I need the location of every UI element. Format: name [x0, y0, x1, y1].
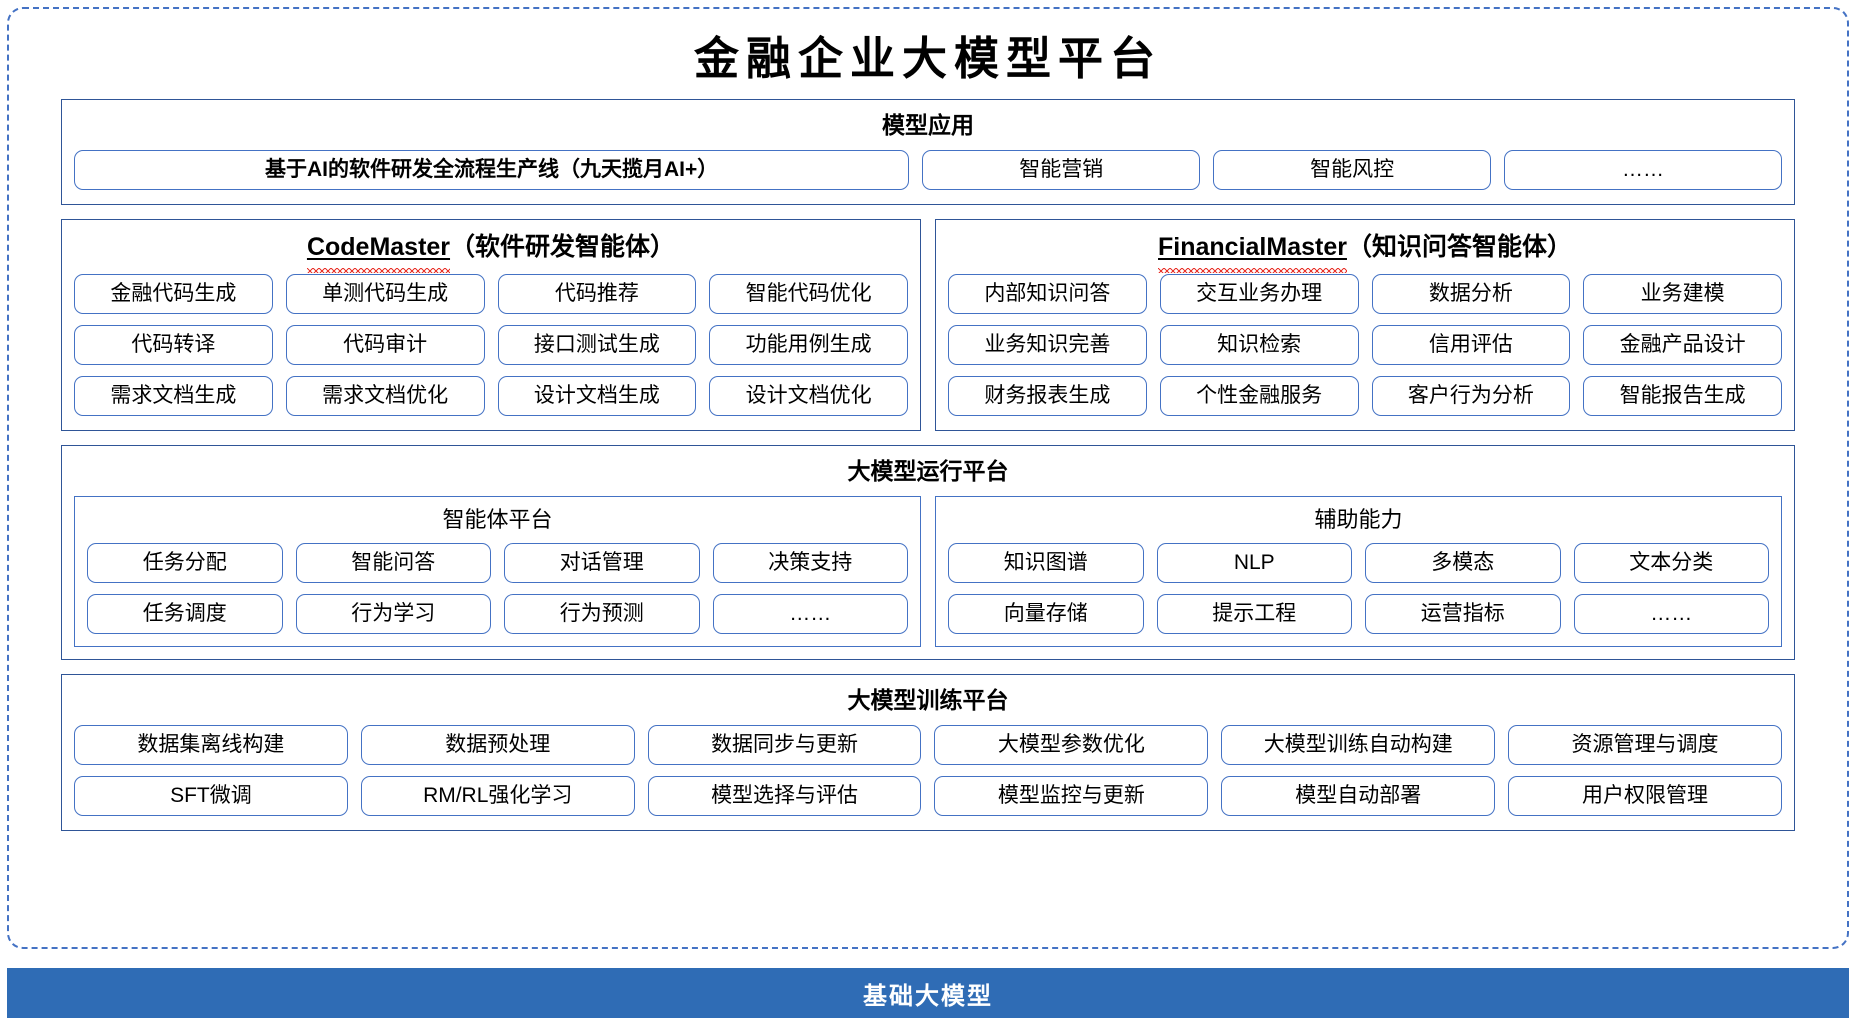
financial-master-suffix: （知识问答智能体） — [1346, 233, 1572, 262]
runtime-subpanels: 智能体平台 任务分配 智能问答 对话管理 决策支持 任务调度 行为学习 行为预测… — [74, 495, 1782, 647]
train-item-rm-rl[interactable]: RM/RL强化学习 — [360, 775, 635, 816]
agent-item-smart-qa[interactable]: 智能问答 — [295, 542, 491, 583]
agent-item-behavior-prediction[interactable]: 行为预测 — [504, 593, 700, 634]
fin-item-interactive-biz[interactable]: 交互业务办理 — [1159, 273, 1359, 314]
code-master-row-3: 需求文档生成 需求文档优化 设计文档生成 设计文档优化 — [74, 375, 908, 416]
train-item-auto-deploy[interactable]: 模型自动部署 — [1221, 775, 1496, 816]
aux-item-vector-store[interactable]: 向量存储 — [948, 593, 1144, 634]
financial-master-row-2: 业务知识完善 知识检索 信用评估 金融产品设计 — [948, 324, 1782, 365]
training-platform-row-2: SFT微调 RM/RL强化学习 模型选择与评估 模型监控与更新 模型自动部署 用… — [74, 775, 1782, 816]
code-item-code-recommend[interactable]: 代码推荐 — [497, 273, 697, 314]
fin-item-internal-qa[interactable]: 内部知识问答 — [948, 273, 1147, 314]
aux-item-more[interactable]: …… — [1573, 593, 1769, 634]
subsection-title-agent-platform: 智能体平台 — [442, 506, 553, 532]
section-code-master: CodeMaster（软件研发智能体） 金融代码生成 单测代码生成 代码推荐 智… — [61, 219, 921, 431]
agent-item-decision-support[interactable]: 决策支持 — [712, 542, 908, 583]
agents-area: CodeMaster（软件研发智能体） 金融代码生成 单测代码生成 代码推荐 智… — [61, 219, 1795, 431]
train-item-auto-build[interactable]: 大模型训练自动构建 — [1221, 724, 1496, 765]
financial-master-name: FinancialMaster — [1158, 231, 1347, 273]
agent-item-task-scheduling[interactable]: 任务调度 — [87, 593, 283, 634]
training-platform-row-1: 数据集离线构建 数据预处理 数据同步与更新 大模型参数优化 大模型训练自动构建 … — [74, 724, 1782, 765]
train-item-dataset-offline-build[interactable]: 数据集离线构建 — [74, 724, 348, 765]
train-item-resource-mgmt[interactable]: 资源管理与调度 — [1508, 724, 1782, 765]
aux-item-prompt-engineering[interactable]: 提示工程 — [1156, 593, 1352, 634]
train-item-data-preprocess[interactable]: 数据预处理 — [360, 724, 635, 765]
code-item-unit-test-gen[interactable]: 单测代码生成 — [285, 273, 485, 314]
fin-item-personalized-service[interactable]: 个性金融服务 — [1159, 375, 1359, 416]
code-item-req-doc-gen[interactable]: 需求文档生成 — [74, 375, 273, 416]
code-item-func-case-gen[interactable]: 功能用例生成 — [709, 324, 908, 365]
agent-item-dialog-mgmt[interactable]: 对话管理 — [504, 542, 700, 583]
aux-item-nlp[interactable]: NLP — [1156, 542, 1352, 583]
subsection-agent-platform: 智能体平台 任务分配 智能问答 对话管理 决策支持 任务调度 行为学习 行为预测… — [74, 495, 921, 647]
train-item-user-permission[interactable]: 用户权限管理 — [1508, 775, 1782, 816]
auxiliary-row-2: 向量存储 提示工程 运营指标 …… — [948, 593, 1769, 634]
section-financial-master: FinancialMaster（知识问答智能体） 内部知识问答 交互业务办理 数… — [935, 219, 1795, 431]
code-item-smart-code-opt[interactable]: 智能代码优化 — [709, 273, 908, 314]
section-title-model-application: 模型应用 — [882, 112, 974, 139]
app-item-smart-risk-control[interactable]: 智能风控 — [1213, 150, 1492, 191]
fin-item-knowledge-retrieval[interactable]: 知识检索 — [1159, 324, 1359, 365]
code-item-code-audit[interactable]: 代码审计 — [285, 324, 485, 365]
train-item-model-monitor-update[interactable]: 模型监控与更新 — [934, 775, 1209, 816]
code-master-row-1: 金融代码生成 单测代码生成 代码推荐 智能代码优化 — [74, 273, 908, 314]
subsection-auxiliary-capability: 辅助能力 知识图谱 NLP 多模态 文本分类 向量存储 提示工程 运营指标 …… — [935, 495, 1782, 647]
fin-item-biz-modeling[interactable]: 业务建模 — [1583, 273, 1782, 314]
auxiliary-row-1: 知识图谱 NLP 多模态 文本分类 — [948, 542, 1769, 583]
aux-item-ops-metrics[interactable]: 运营指标 — [1365, 593, 1561, 634]
code-master-suffix: （软件研发智能体） — [450, 233, 676, 262]
financial-master-row-1: 内部知识问答 交互业务办理 数据分析 业务建模 — [948, 273, 1782, 314]
code-master-row-2: 代码转译 代码审计 接口测试生成 功能用例生成 — [74, 324, 908, 365]
code-item-design-doc-gen[interactable]: 设计文档生成 — [497, 375, 697, 416]
code-item-api-test-gen[interactable]: 接口测试生成 — [497, 324, 697, 365]
section-training-platform: 大模型训练平台 数据集离线构建 数据预处理 数据同步与更新 大模型参数优化 大模… — [61, 673, 1795, 831]
fin-item-credit-assessment[interactable]: 信用评估 — [1371, 324, 1571, 365]
section-title-code-master: CodeMaster（软件研发智能体） — [74, 231, 908, 273]
code-item-code-transpile[interactable]: 代码转译 — [74, 324, 273, 365]
code-item-req-doc-opt[interactable]: 需求文档优化 — [285, 375, 485, 416]
model-application-row: 基于AI的软件研发全流程生产线（九天揽月AI+） 智能营销 智能风控 …… — [74, 150, 1782, 191]
aux-item-multimodal[interactable]: 多模态 — [1365, 542, 1561, 583]
aux-item-text-classification[interactable]: 文本分类 — [1573, 542, 1769, 583]
fin-item-customer-behavior[interactable]: 客户行为分析 — [1371, 375, 1571, 416]
agent-item-task-allocation[interactable]: 任务分配 — [87, 542, 283, 583]
section-model-application: 模型应用 基于AI的软件研发全流程生产线（九天揽月AI+） 智能营销 智能风控 … — [61, 99, 1795, 206]
code-master-name: CodeMaster — [306, 231, 451, 273]
financial-master-row-3: 财务报表生成 个性金融服务 客户行为分析 智能报告生成 — [948, 375, 1782, 416]
app-item-smart-marketing[interactable]: 智能营销 — [922, 150, 1201, 191]
agent-item-behavior-learning[interactable]: 行为学习 — [295, 593, 491, 634]
fin-item-product-design[interactable]: 金融产品设计 — [1583, 324, 1782, 365]
train-item-model-select-eval[interactable]: 模型选择与评估 — [647, 775, 922, 816]
fin-item-financial-report[interactable]: 财务报表生成 — [948, 375, 1147, 416]
app-item-ai-pipeline[interactable]: 基于AI的软件研发全流程生产线（九天揽月AI+） — [74, 150, 910, 191]
aux-item-knowledge-graph[interactable]: 知识图谱 — [948, 542, 1144, 583]
code-item-design-doc-opt[interactable]: 设计文档优化 — [709, 375, 908, 416]
train-item-sft[interactable]: SFT微调 — [74, 775, 348, 816]
agent-platform-row-2: 任务调度 行为学习 行为预测 …… — [87, 593, 908, 634]
code-item-fin-code-gen[interactable]: 金融代码生成 — [74, 273, 273, 314]
fin-item-biz-knowledge[interactable]: 业务知识完善 — [948, 324, 1147, 365]
outer-dashed-frame — [7, 7, 1849, 949]
section-title-training-platform: 大模型训练平台 — [847, 686, 1009, 713]
section-runtime-platform: 大模型运行平台 智能体平台 任务分配 智能问答 对话管理 决策支持 任务调度 行… — [61, 444, 1795, 660]
fin-item-data-analysis[interactable]: 数据分析 — [1371, 273, 1571, 314]
base-model-label: 基础大模型 — [863, 982, 993, 1010]
fin-item-smart-report-gen[interactable]: 智能报告生成 — [1583, 375, 1782, 416]
section-title-financial-master: FinancialMaster（知识问答智能体） — [948, 231, 1782, 273]
train-item-param-optimization[interactable]: 大模型参数优化 — [934, 724, 1209, 765]
app-item-more[interactable]: …… — [1504, 150, 1782, 191]
section-title-runtime-platform: 大模型运行平台 — [847, 457, 1009, 484]
agent-platform-row-1: 任务分配 智能问答 对话管理 决策支持 — [87, 542, 908, 583]
base-model-bar: 基础大模型 — [7, 968, 1849, 1018]
subsection-title-auxiliary-capability: 辅助能力 — [1314, 506, 1403, 532]
agent-item-more[interactable]: …… — [712, 593, 908, 634]
train-item-data-sync-update[interactable]: 数据同步与更新 — [647, 724, 922, 765]
diagram-content: 金融企业大模型平台 模型应用 基于AI的软件研发全流程生产线（九天揽月AI+） … — [7, 7, 1849, 949]
page-title: 金融企业大模型平台 — [693, 34, 1162, 84]
